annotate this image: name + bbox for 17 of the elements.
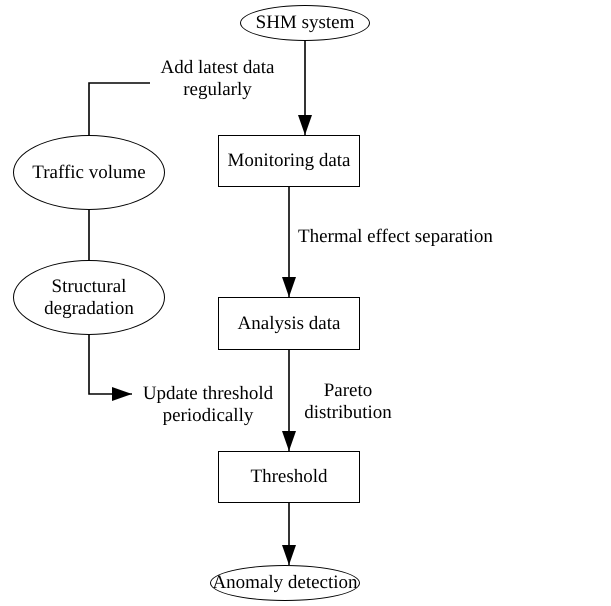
connector-line — [88, 82, 150, 135]
ellipse-node: Anomaly detection — [210, 565, 360, 601]
arrow — [282, 503, 296, 565]
ellipse-node: SHM system — [240, 5, 370, 41]
annotation-text: Update threshold periodically — [132, 380, 284, 430]
process-box: Monitoring data — [218, 135, 360, 187]
edge-label: Thermal effect separation — [298, 226, 493, 248]
arrow — [282, 187, 296, 297]
connector-line — [88, 210, 90, 260]
annotation-text: Add latest data regularly — [150, 54, 285, 104]
ellipse-node: Structural degradation — [13, 260, 165, 335]
process-box: Threshold — [218, 451, 360, 503]
ellipse-node: Traffic volume — [13, 135, 165, 210]
arrow — [298, 41, 312, 135]
process-box: Analysis data — [218, 297, 360, 350]
arrow — [282, 350, 296, 451]
arrow — [88, 335, 132, 401]
